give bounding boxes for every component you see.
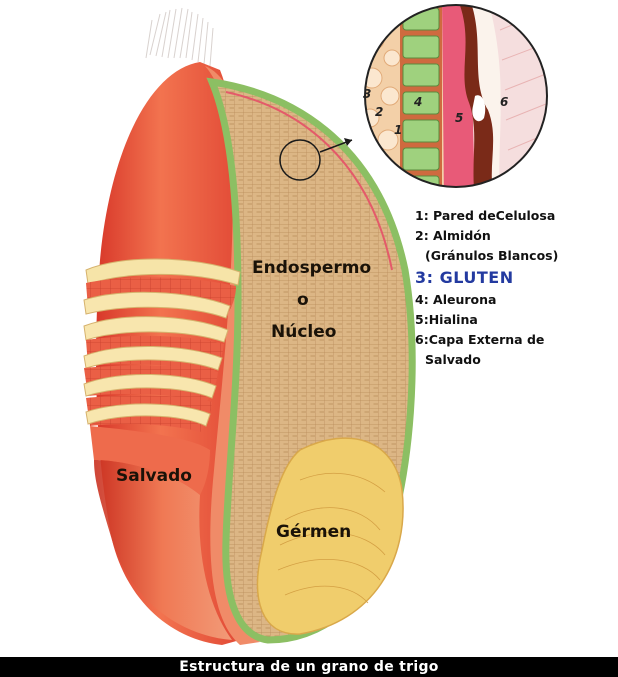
- endosperm-label-line3: Núcleo: [271, 322, 336, 342]
- legend-item-5: 5:Hialina: [415, 310, 558, 330]
- legend-item-1: 1: Pared deCelulosa: [415, 206, 558, 226]
- inset-number-4: 4: [413, 95, 422, 109]
- legend-item-2-note: (Gránulos Blancos): [415, 246, 558, 266]
- legend-item-3-gluten: 3: GLUTEN: [415, 266, 558, 290]
- legend-item-4: 4: Aleurona: [415, 290, 558, 310]
- inset-number-3: 3: [363, 87, 371, 101]
- germ-label: Gérmen: [276, 522, 351, 542]
- endosperm-label-line2: o: [297, 290, 309, 310]
- legend-item-2: 2: Almidón: [415, 226, 558, 246]
- inset-number-6: 6: [500, 95, 508, 109]
- caption-bar: Estructura de un grano de trigo: [0, 657, 618, 677]
- bran-label: Salvado: [116, 466, 192, 486]
- grain-hairs: [146, 8, 213, 66]
- zoom-inset: [360, 0, 560, 200]
- inset-number-2: 2: [375, 105, 383, 119]
- endosperm-label-line1: Endospermo: [252, 258, 371, 278]
- legend-item-6: 6:Capa Externa de: [415, 330, 558, 350]
- inset-number-5: 5: [455, 111, 463, 125]
- inset-number-1: 1: [394, 123, 402, 137]
- caption-text: Estructura de un grano de trigo: [0, 657, 618, 677]
- legend-item-6-cont: Salvado: [415, 350, 558, 370]
- legend: 1: Pared deCelulosa 2: Almidón (Gránulos…: [415, 206, 558, 370]
